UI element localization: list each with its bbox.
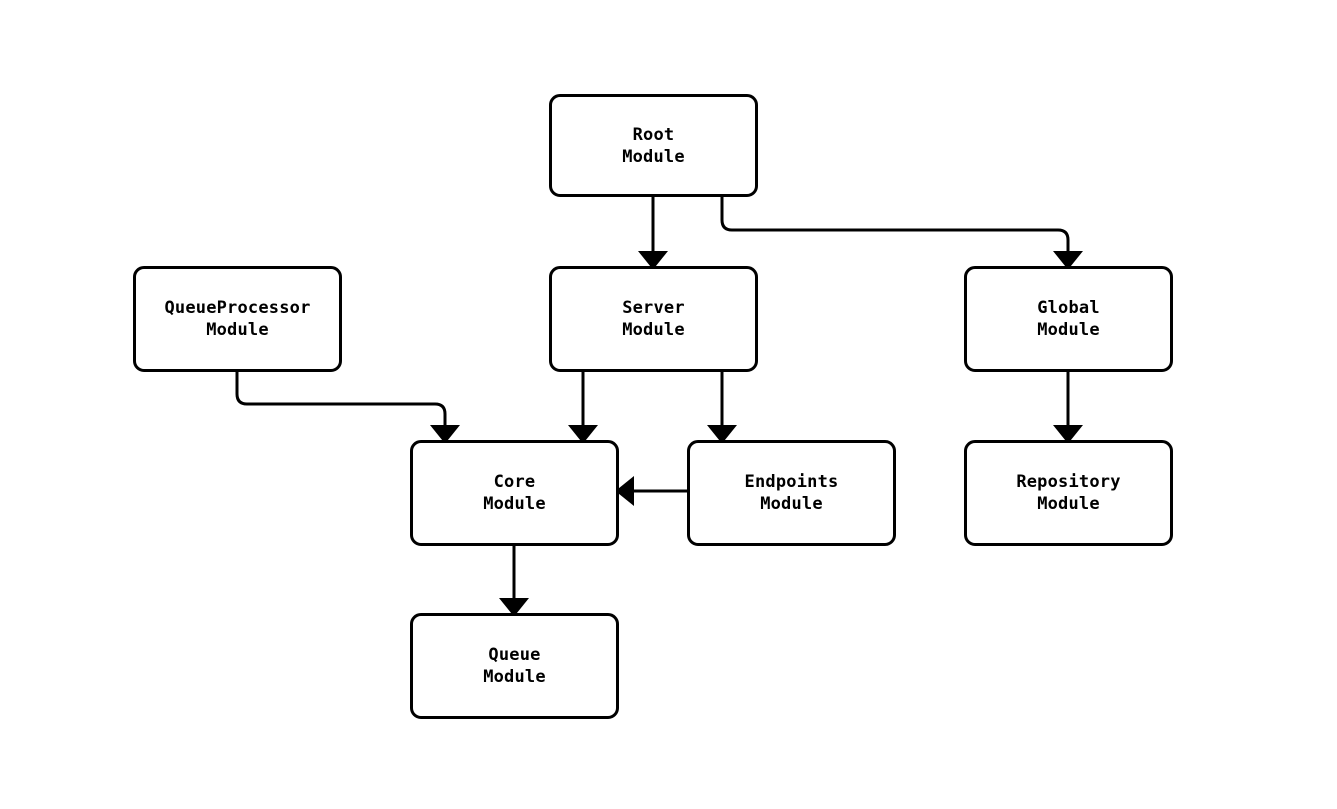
node-root-module[interactable]: Root Module <box>549 94 758 197</box>
edge-queueprocessor-to-core <box>235 372 460 444</box>
node-repository-module[interactable]: Repository Module <box>964 440 1173 546</box>
edge-root-to-global <box>720 197 1083 270</box>
node-endpoints-module-label: Endpoints Module <box>744 472 839 514</box>
node-server-module[interactable]: Server Module <box>549 266 758 372</box>
node-core-module[interactable]: Core Module <box>410 440 619 546</box>
node-repository-module-label: Repository Module <box>1016 472 1121 514</box>
node-global-module[interactable]: Global Module <box>964 266 1173 372</box>
node-root-module-label: Root Module <box>622 124 685 167</box>
node-endpoints-module[interactable]: Endpoints Module <box>687 440 896 546</box>
node-core-module-label: Core Module <box>483 472 546 514</box>
node-queueprocessor-module-label: QueueProcessor Module <box>164 298 311 340</box>
node-server-module-label: Server Module <box>622 298 685 340</box>
node-queue-module-label: Queue Module <box>483 645 546 687</box>
node-queueprocessor-module[interactable]: QueueProcessor Module <box>133 266 342 372</box>
node-global-module-label: Global Module <box>1037 298 1100 340</box>
node-queue-module[interactable]: Queue Module <box>410 613 619 719</box>
